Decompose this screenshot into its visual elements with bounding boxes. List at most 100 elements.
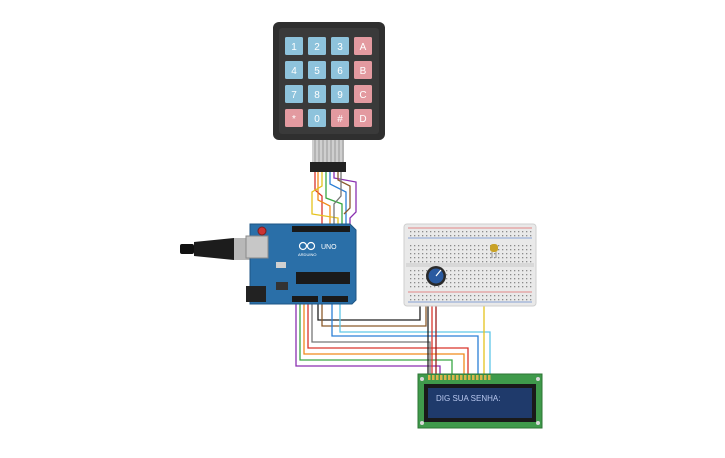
keypad-key-label: 9 <box>337 90 343 101</box>
keypad-key[interactable] <box>331 37 349 55</box>
keypad-key[interactable] <box>354 109 372 127</box>
wire-lcd-orange <box>303 304 465 376</box>
lcd-pin <box>484 375 487 380</box>
lcd-pin <box>468 375 471 380</box>
potentiometer[interactable] <box>426 266 446 286</box>
lcd-mount-hole <box>536 377 540 381</box>
keypad-face <box>279 28 379 134</box>
keypad-key[interactable] <box>308 37 326 55</box>
keypad-key-label: 2 <box>314 42 320 53</box>
keypad-key[interactable] <box>354 37 372 55</box>
wire-lcd-brown <box>321 300 427 327</box>
wire-lcd-black <box>317 300 421 321</box>
lcd-module: DIG SUA SENHA: <box>417 373 543 429</box>
wire-keypad-yellow <box>311 172 339 232</box>
lcd-pin <box>432 375 435 380</box>
keypad-key[interactable] <box>285 37 303 55</box>
lcd-pin <box>452 375 455 380</box>
keypad-key[interactable] <box>331 109 349 127</box>
keypad-ribbon-lines <box>314 140 344 162</box>
wire-keypad-green <box>325 172 343 232</box>
wire-keypad-gray <box>333 172 342 232</box>
keypad-key-label: C <box>359 90 366 101</box>
keypad-key[interactable] <box>354 61 372 79</box>
keypad-key[interactable] <box>308 109 326 127</box>
keypad-key[interactable] <box>285 61 303 79</box>
lcd-pin <box>472 375 475 380</box>
lcd-pin <box>464 375 467 380</box>
wire-lcd-purple <box>295 304 441 376</box>
lcd-mount-hole <box>420 377 424 381</box>
arduino-brand-label: ARDUINO <box>298 252 316 257</box>
wire-keypad-orange <box>317 172 331 232</box>
potentiometer-indicator <box>435 269 442 277</box>
keypad-key-label: 8 <box>314 90 320 101</box>
keypad-key[interactable] <box>285 109 303 127</box>
lcd-pin <box>460 375 463 380</box>
keypad-key-label: 1 <box>291 42 297 53</box>
lcd-mount-hole <box>420 421 424 425</box>
keypad-key-label: D <box>359 114 366 125</box>
wire-lcd-gray <box>311 304 431 376</box>
lcd-pin <box>440 375 443 380</box>
keypad-key[interactable] <box>354 85 372 103</box>
arduino-crystal <box>276 262 286 268</box>
keypad-key-label: 5 <box>314 66 320 77</box>
usb-cable-tip <box>180 244 194 254</box>
lcd-pin <box>448 375 451 380</box>
lcd-pin <box>428 375 431 380</box>
keypad-key-label: 7 <box>291 90 297 101</box>
arduino-power-jack <box>246 286 266 302</box>
arduino-power-header <box>292 296 318 302</box>
keypad: 1 2 3 A 4 5 6 B 7 8 9 C * 0 # D <box>273 22 385 172</box>
keypad-key[interactable] <box>285 85 303 103</box>
lcd-pin <box>456 375 459 380</box>
arduino-usb-port <box>245 235 269 259</box>
lcd-pin <box>436 375 439 380</box>
keypad-ribbon <box>312 140 344 162</box>
keypad-key[interactable] <box>331 61 349 79</box>
keypad-key-label: A <box>360 42 367 53</box>
lcd-pin <box>488 375 491 380</box>
lcd-pin-header <box>428 375 491 380</box>
arduino-model-label: UNO <box>321 244 337 251</box>
lcd-screen <box>428 388 532 418</box>
breadboard <box>403 223 537 307</box>
keypad-key-label: * <box>292 114 296 125</box>
wire-keypad-brown <box>337 172 351 215</box>
breadboard-center-channel <box>406 263 534 267</box>
lcd-pin <box>476 375 479 380</box>
wire-lcd-red <box>307 304 469 376</box>
arduino-uno: ARDUINO UNO <box>245 223 357 305</box>
wire-lcd-lightblue <box>339 304 491 376</box>
lcd-pin <box>444 375 447 380</box>
led-body <box>490 244 498 252</box>
keypad-key-label: 3 <box>337 42 343 53</box>
keypad-key-label: # <box>337 114 343 125</box>
arduino-analog-header <box>322 296 348 302</box>
keypad-key[interactable] <box>308 61 326 79</box>
keypad-key[interactable] <box>331 85 349 103</box>
keypad-key-label: 6 <box>337 66 343 77</box>
wire-lcd-blue <box>331 304 479 376</box>
usb-cable-body <box>194 238 234 260</box>
arduino-logo-icon <box>298 241 316 251</box>
led <box>490 244 498 258</box>
keypad-key[interactable] <box>308 85 326 103</box>
lcd-mount-hole <box>536 421 540 425</box>
wire-keypad-purple <box>333 172 357 232</box>
keypad-connector <box>310 162 346 172</box>
keypad-key-label: B <box>360 66 367 77</box>
lcd-pin <box>480 375 483 380</box>
wire-lcd-green <box>299 304 453 376</box>
arduino-regulator <box>276 282 288 290</box>
keypad-key-label: 4 <box>291 66 297 77</box>
usb-cable <box>180 238 254 260</box>
lcd-display-text: DIG SUA SENHA: <box>436 394 500 403</box>
keypad-key-label: 0 <box>314 114 320 125</box>
arduino-digital-header <box>292 226 350 232</box>
arduino-microcontroller <box>296 272 350 284</box>
arduino-reset-button[interactable] <box>257 226 267 236</box>
